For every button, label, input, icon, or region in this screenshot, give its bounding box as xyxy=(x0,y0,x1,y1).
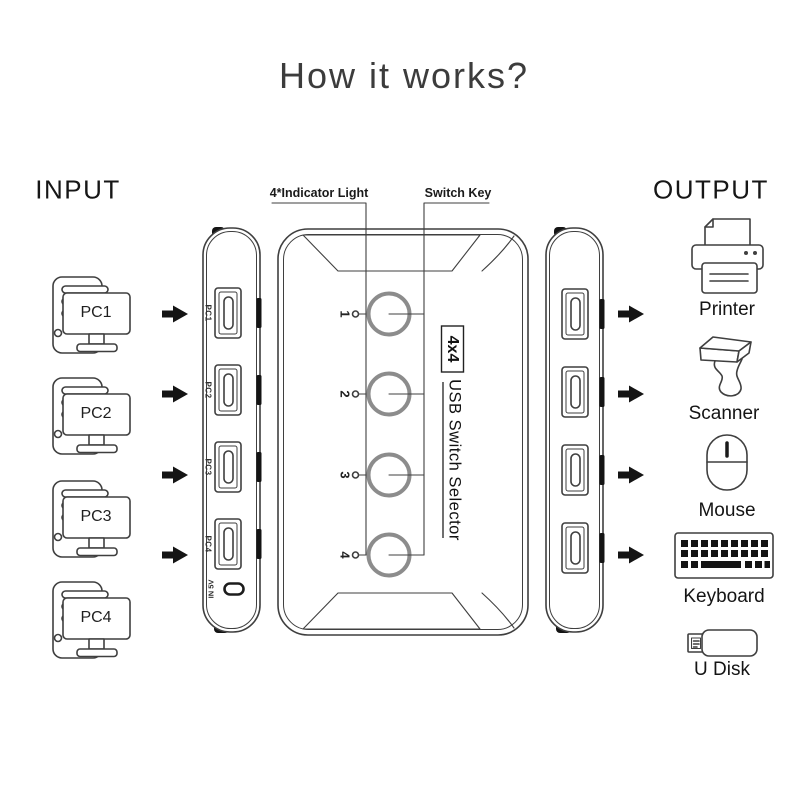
mouse-label: Mouse xyxy=(698,500,756,521)
pc4-icon xyxy=(52,581,131,659)
printer-icon xyxy=(691,218,764,294)
pc1-label: PC1 xyxy=(80,304,112,321)
scanner-icon xyxy=(699,336,752,397)
pc3-label: PC3 xyxy=(80,508,112,525)
device-name: USB Switch Selector xyxy=(445,379,464,541)
udisk-icon xyxy=(687,629,758,657)
switch-key-callout: Switch Key xyxy=(424,186,492,200)
usb-port-pc1 xyxy=(214,287,242,339)
usbc-power-port xyxy=(223,582,245,596)
arrow-right-icon xyxy=(162,546,188,564)
output-header: OUTPUT xyxy=(653,174,769,205)
keyboard-label: Keyboard xyxy=(683,586,765,607)
input-arrows xyxy=(162,305,188,564)
port-label-pc4: PC4 xyxy=(203,535,213,553)
arrow-right-icon xyxy=(162,466,188,484)
port-label-pc1: PC1 xyxy=(203,304,213,322)
page-title: How it works? xyxy=(278,55,530,96)
pc4-label: PC4 xyxy=(80,609,112,626)
usb-out-port-1 xyxy=(561,288,589,340)
pc3-icon xyxy=(52,480,131,558)
power-in-label: IN 5V xyxy=(206,579,216,599)
scanner-label: Scanner xyxy=(688,403,760,424)
device-badge: 4x4 xyxy=(444,335,461,363)
badge-box xyxy=(440,325,465,373)
usb-out-port-4 xyxy=(561,522,589,574)
button-number-2: 2 xyxy=(337,390,353,398)
button-row-4 xyxy=(351,532,425,578)
pc2-label: PC2 xyxy=(80,405,112,422)
right-port-panel xyxy=(545,227,605,633)
arrow-right-icon xyxy=(162,385,188,403)
usb-out-port-2 xyxy=(561,366,589,418)
udisk-label: U Disk xyxy=(694,659,750,680)
usb-port-pc3 xyxy=(214,441,242,493)
input-header: INPUT xyxy=(35,174,121,205)
port-label-pc3: PC3 xyxy=(203,458,213,476)
button-number-3: 3 xyxy=(337,471,353,479)
output-arrows xyxy=(618,305,644,564)
pc2-icon xyxy=(52,377,131,455)
arrow-right-icon xyxy=(618,466,644,484)
button-row-2 xyxy=(351,371,425,417)
left-port-panel xyxy=(202,227,262,633)
arrow-right-icon xyxy=(618,546,644,564)
button-number-1: 1 xyxy=(337,310,353,318)
button-row-3 xyxy=(351,452,425,498)
switch-device xyxy=(271,202,529,636)
indicator-light-callout: 4*Indicator Light xyxy=(269,186,369,200)
indicator-leader-line xyxy=(271,202,367,556)
button-number-4: 4 xyxy=(337,551,353,559)
arrow-right-icon xyxy=(618,385,644,403)
usb-port-pc4 xyxy=(214,518,242,570)
port-label-pc2: PC2 xyxy=(203,381,213,399)
usb-port-pc2 xyxy=(214,364,242,416)
button-row-1 xyxy=(351,291,425,337)
pc-icons xyxy=(52,276,131,659)
keyboard-icon xyxy=(674,532,774,579)
arrow-right-icon xyxy=(162,305,188,323)
printer-label: Printer xyxy=(699,299,755,320)
switchkey-leader-line xyxy=(423,202,490,556)
mouse-icon xyxy=(706,434,748,491)
pc1-icon xyxy=(52,276,131,354)
usb-out-port-3 xyxy=(561,444,589,496)
arrow-right-icon xyxy=(618,305,644,323)
